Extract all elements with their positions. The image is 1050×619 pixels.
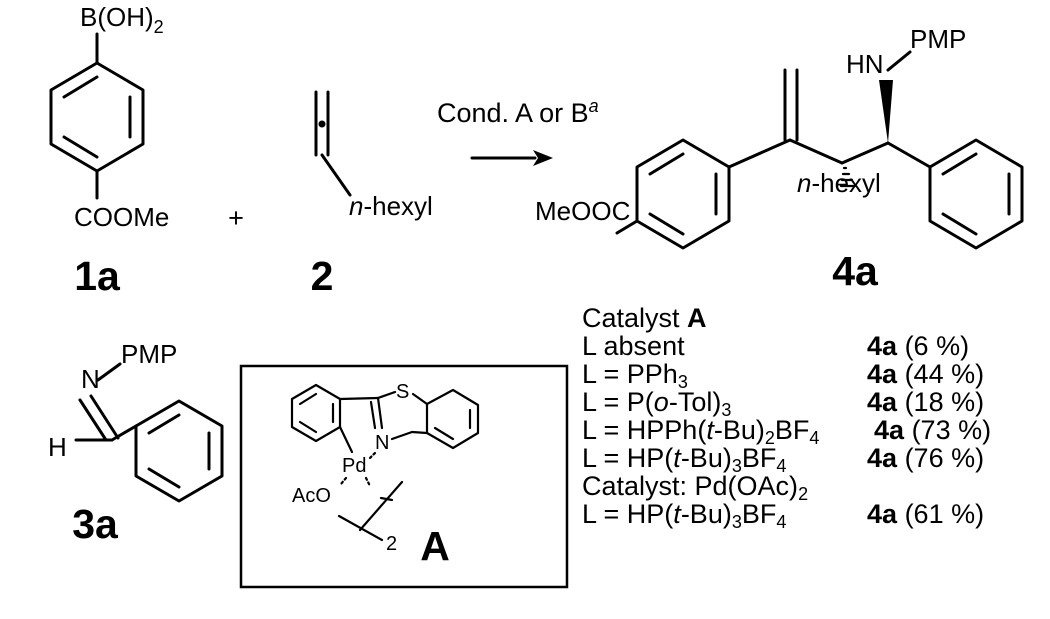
palladium-center: Pd — [342, 455, 366, 477]
table-row: L = HPPh(t-Bu)2BF4 4a (73 %) — [582, 415, 1042, 448]
boronic-acid-group: B(OH)2 — [80, 2, 164, 37]
dimer-subscript: 2 — [386, 533, 397, 555]
condition-text: L = HP(t-Bu)3BF4 — [582, 443, 787, 476]
table-row: L = P(o-Tol)3 4a (18 %) — [582, 387, 1042, 420]
ester-group-4a: MeOOC — [535, 196, 630, 226]
yield-text: 4a (76 %) — [867, 443, 985, 473]
condition-text: L = HPPh(t-Bu)2BF4 — [582, 415, 820, 448]
compound-1a-structure: B(OH)2 COOMe — [49, 2, 169, 232]
acetate-oxygen: AcO — [292, 485, 331, 507]
compound-label-2: 2 — [311, 253, 334, 299]
pmp-group-3a: PMP — [121, 339, 177, 369]
yield-text: 4a (73 %) — [874, 415, 992, 445]
catalyst-a-structure: S N Pd AcO 2 — [290, 381, 480, 555]
imine-nitrogen-3a: N — [81, 364, 100, 394]
condition-text: L = P(o-Tol)3 — [582, 387, 732, 420]
imine-hydrogen-3a: H — [48, 432, 67, 462]
hexyl-group-4a: n-hexyl — [797, 168, 881, 198]
pmp-group-4a: PMP — [910, 24, 966, 54]
catalyst-a-box — [239, 364, 569, 589]
table-row: L = PPh3 4a (44 %) — [582, 359, 1042, 392]
catalyst-label-a: A — [420, 523, 450, 569]
compound-label-4a: 4a — [832, 248, 879, 294]
compound-4a-structure: MeOOC n-hexyl HN PMP — [535, 24, 1024, 250]
coordinated-nitrogen: N — [375, 432, 389, 454]
conditions-table: Catalyst A L absent 4a (6 %) L = PPh3 4a… — [582, 303, 1042, 532]
table-row: L = HP(t-Bu)3BF4 4a (61 %) — [582, 499, 1042, 532]
hexyl-group-2: nn-hexyl-hexyl — [349, 191, 433, 221]
arrow-conditions-label: Cond. A or Ba — [437, 96, 599, 128]
condition-text: L = HP(t-Bu)3BF4 — [582, 499, 787, 532]
plus-sign: + — [228, 203, 244, 233]
condition-text: L absent — [582, 331, 685, 361]
table-row: L = HP(t-Bu)3BF4 4a (76 %) — [582, 443, 1042, 476]
compound-2-structure: nn-hexyl-hexyl — [314, 90, 433, 221]
amine-nh-4a: HN — [846, 49, 884, 79]
yield-text: 4a (44 %) — [867, 359, 985, 389]
condition-text: L = PPh3 — [582, 359, 688, 392]
compound-label-3a: 3a — [72, 501, 119, 547]
yield-text: 4a (6 %) — [867, 331, 970, 361]
table-row: L absent 4a (6 %) — [582, 332, 1042, 360]
thiazole-sulfur: S — [396, 381, 409, 403]
ester-group-1a: COOMe — [74, 202, 169, 232]
compound-label-1a: 1a — [74, 253, 121, 299]
yield-text: 4a (61 %) — [867, 499, 985, 529]
catalyst-a-header: Catalyst A — [582, 303, 707, 333]
compound-3a-structure: N PMP H — [48, 339, 224, 503]
catalyst-b-header: Catalyst: Pd(OAc)2 — [582, 471, 809, 504]
yield-text: 4a (18 %) — [867, 387, 985, 417]
